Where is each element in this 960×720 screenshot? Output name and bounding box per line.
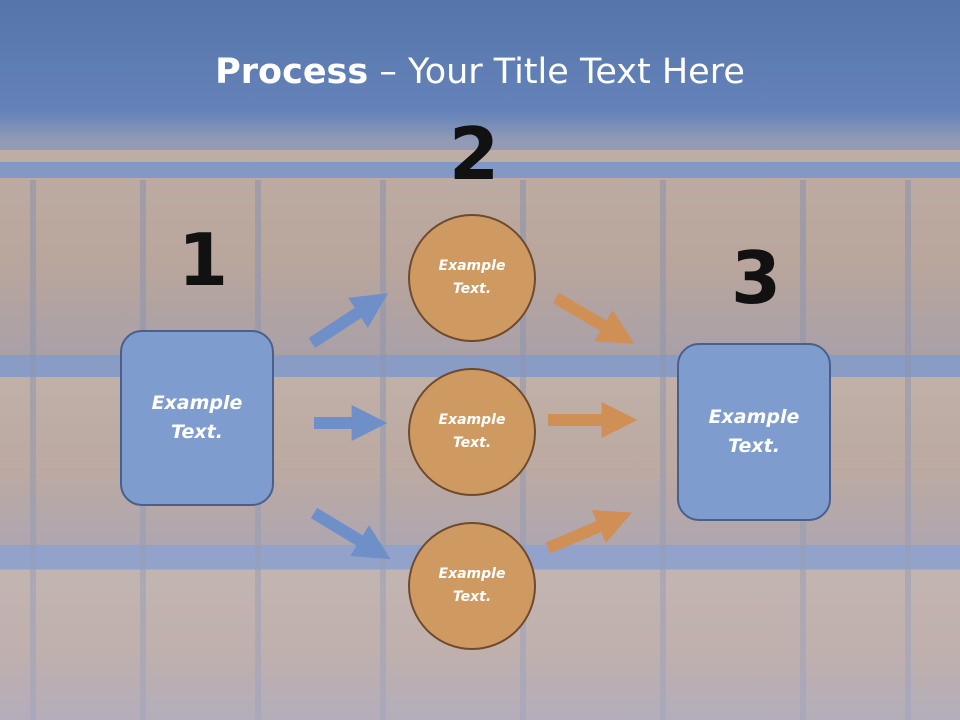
right-box-text: Example Text. bbox=[708, 406, 800, 457]
step-number-2: 2 bbox=[449, 112, 500, 196]
title-band bbox=[0, 0, 960, 140]
arrow-orange-up bbox=[545, 510, 632, 554]
arrow-blue-up bbox=[308, 293, 389, 349]
process-circle-middle: Example Text. bbox=[408, 368, 536, 496]
circle-middle-text: Example Text. bbox=[438, 412, 506, 451]
left-box-text: Example Text. bbox=[151, 392, 243, 443]
step-number-1: 1 bbox=[178, 218, 229, 302]
process-circle-bottom: Example Text. bbox=[408, 522, 536, 650]
left-process-box: Example Text. bbox=[120, 330, 274, 506]
circle-bottom-text: Example Text. bbox=[438, 566, 506, 605]
step-number-3: 3 bbox=[731, 236, 782, 320]
circle-top-text: Example Text. bbox=[438, 258, 506, 297]
arrow-blue-down bbox=[310, 507, 391, 560]
title-bold: Process bbox=[215, 52, 369, 92]
title-rest: – Your Title Text Here bbox=[368, 52, 745, 92]
right-process-box: Example Text. bbox=[677, 343, 831, 521]
arrow-orange-down bbox=[552, 292, 635, 344]
slide-title: Process – Your Title Text Here bbox=[0, 52, 960, 92]
process-circle-top: Example Text. bbox=[408, 214, 536, 342]
